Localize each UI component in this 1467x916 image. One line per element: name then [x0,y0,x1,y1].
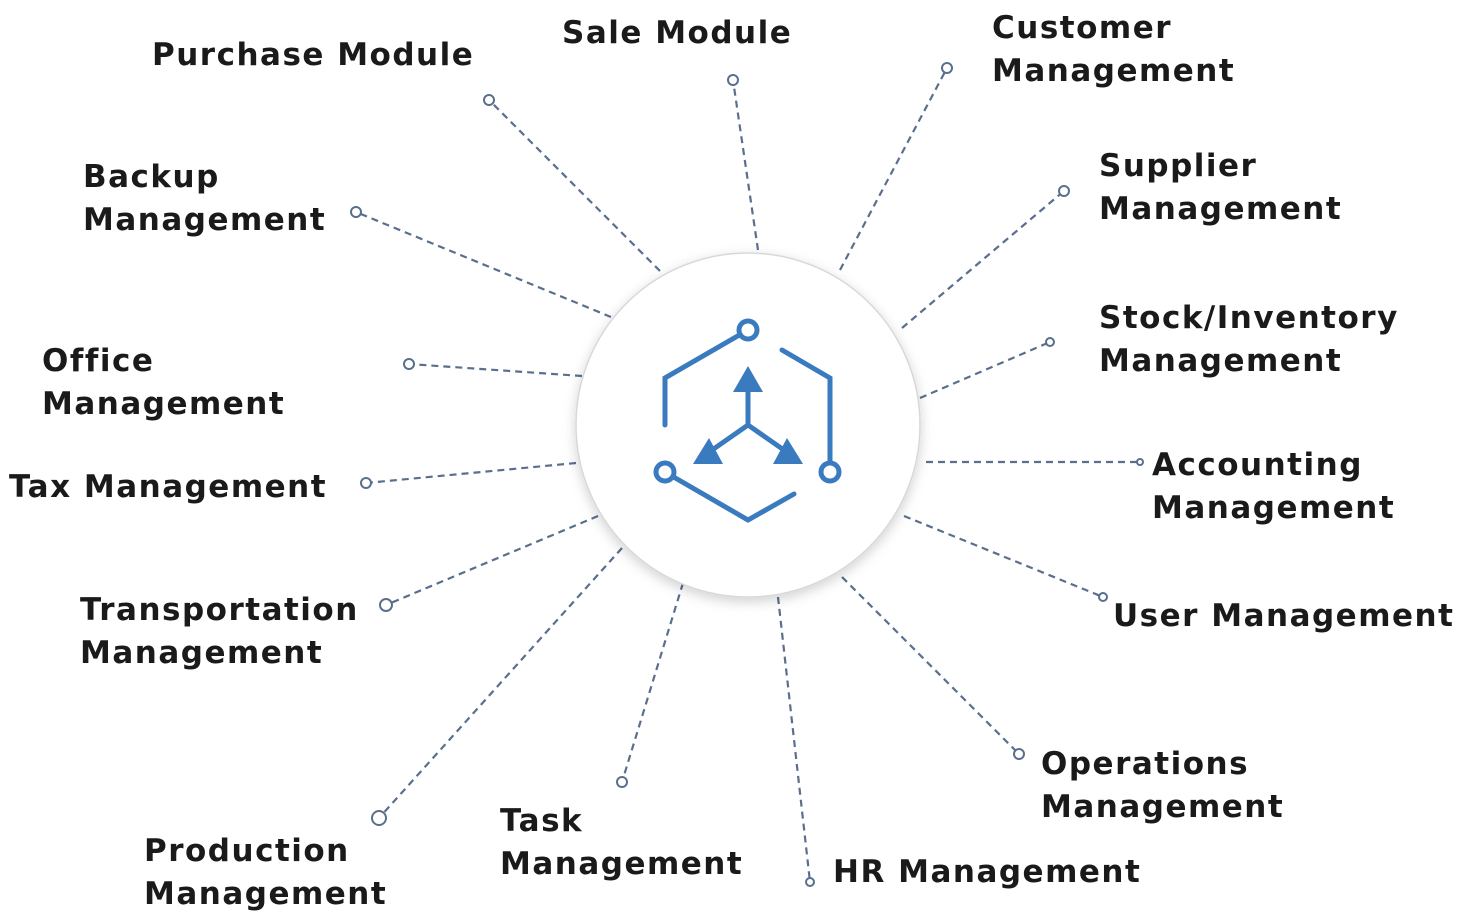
label-transportation-management: Transportation Management [80,592,359,671]
hexagon-arrows-icon [653,318,842,523]
connector-line-user [903,514,1104,599]
label-operations-management: Operations Management [1041,746,1285,825]
connector-endpoint-transportation [379,598,393,612]
connector-line-task [620,582,685,783]
connector-endpoint-hr [805,877,815,887]
connector-endpoint-task [616,776,628,788]
label-stock-inventory-management: Stock/Inventory Management [1099,300,1399,379]
connector-line-sale [731,79,760,251]
connector-line-transportation [385,514,599,607]
connector-endpoint-sale [727,74,739,86]
connector-endpoint-customer [941,62,953,74]
connector-line-office [408,362,583,378]
connector-endpoints [350,62,1144,887]
connector-lines [355,67,1140,883]
connector-line-purchase [488,99,661,272]
connector-endpoint-office [403,358,415,370]
label-production-management: Production Management [144,833,388,912]
connector-endpoint-backup [350,206,362,218]
label-tax-management: Tax Management [9,469,328,505]
label-task-management: Task Management [500,803,744,882]
connector-line-tax [365,461,577,485]
label-backup-management: Backup Management [83,159,327,238]
label-accounting-management: Accounting Management [1152,447,1396,526]
label-office-management: Office Management [42,343,286,422]
connector-line-hr [776,596,812,883]
label-sale-module: Sale Module [562,15,793,51]
connector-endpoint-operations [1013,748,1025,760]
connector-endpoint-purchase [483,94,495,106]
connector-line-production [378,547,623,819]
connector-line-backup [355,210,612,319]
label-customer-management: Customer Management [992,10,1236,89]
label-purchase-module: Purchase Module [152,37,475,73]
connector-endpoint-supplier [1058,185,1070,197]
connector-endpoint-stock [1045,337,1055,347]
connector-line-supplier [901,190,1065,329]
label-user-management: User Management [1113,598,1455,634]
connector-endpoint-production [371,810,387,826]
connector-line-operations [841,576,1020,755]
connector-endpoint-tax [360,477,372,489]
label-supplier-management: Supplier Management [1099,148,1343,227]
label-hr-management: HR Management [833,854,1142,890]
connector-endpoint-accounting [1136,458,1144,466]
connector-endpoint-user [1098,592,1108,602]
connector-line-stock [919,340,1051,400]
connector-line-customer [839,67,948,271]
